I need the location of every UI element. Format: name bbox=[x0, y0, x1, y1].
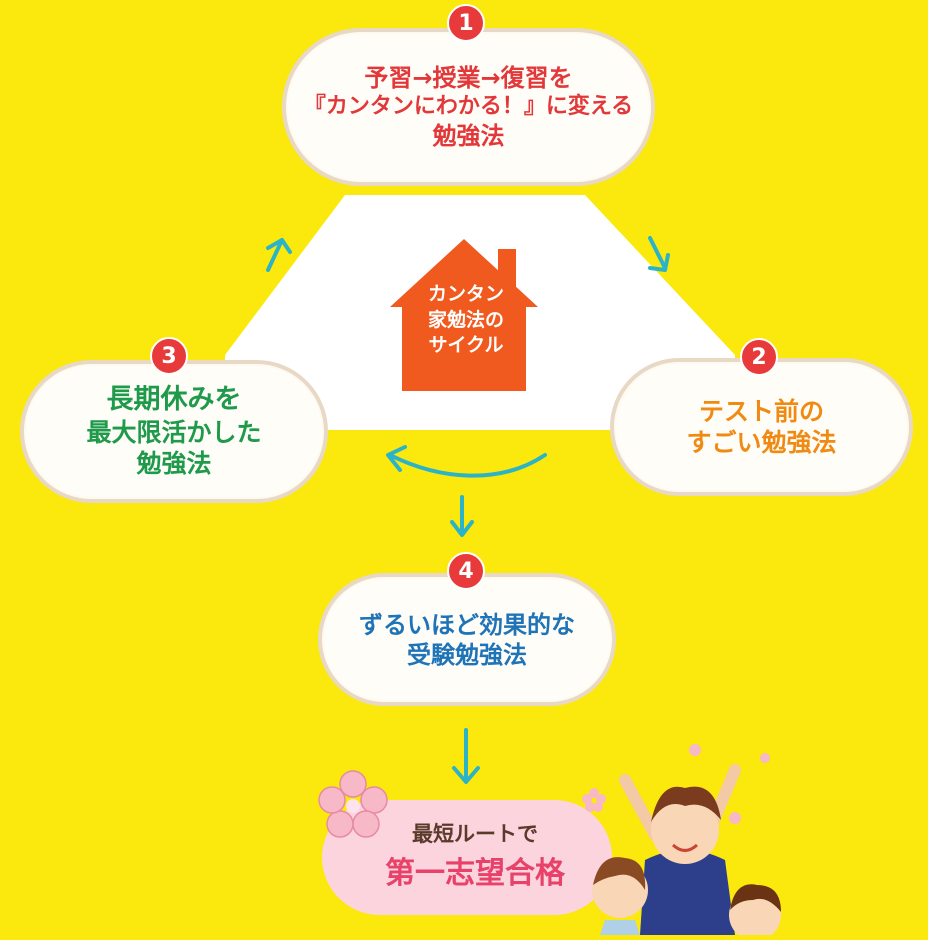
step-1-bubble: 予習→授業→復習を 『カンタンにわかる！』に変える 勉強法 bbox=[282, 28, 655, 186]
step-4-number: 4 bbox=[447, 552, 485, 590]
step-1-number: 1 bbox=[447, 4, 485, 42]
step-3-line: 最大限活かした bbox=[86, 418, 262, 448]
arrow-1-to-2 bbox=[648, 236, 670, 272]
step-2-bubble: テスト前の すごい勉強法 bbox=[610, 358, 913, 496]
step-3-line: 勉強法 bbox=[136, 449, 212, 479]
step-3-line: 長期休みを bbox=[106, 384, 242, 416]
step-1-line: 勉強法 bbox=[432, 121, 505, 150]
center-line: サイクル bbox=[428, 334, 504, 357]
cherry-blossom-icon bbox=[318, 770, 388, 838]
arrow-3-to-1 bbox=[266, 238, 292, 272]
arrow-2-to-3 bbox=[386, 445, 547, 478]
step-1-line: 『カンタンにわかる！』に変える bbox=[303, 94, 634, 120]
step-4-bubble: ずるいほど効果的な 受験勉強法 bbox=[318, 573, 616, 706]
step-2-line: テスト前の bbox=[698, 396, 824, 426]
center-line: 家勉法の bbox=[427, 308, 504, 331]
arrow-to-goal bbox=[452, 728, 480, 784]
step-1-line: 予習→授業→復習を bbox=[364, 64, 573, 93]
step-3-number: 3 bbox=[150, 337, 188, 375]
cherry-blossom-icon bbox=[582, 788, 606, 812]
center-line: カンタン bbox=[427, 283, 504, 305]
arrow-to-4 bbox=[450, 495, 474, 537]
happy-students-illustration bbox=[592, 744, 781, 935]
step-4-line: ずるいほど効果的な bbox=[359, 610, 575, 639]
step-2-line: すごい勉強法 bbox=[686, 428, 837, 457]
step-4-line: 受験勉強法 bbox=[407, 640, 527, 669]
house-icon bbox=[390, 239, 538, 391]
step-3-bubble: 長期休みを 最大限活かした 勉強法 bbox=[20, 360, 328, 503]
cycle-center-label: カンタン 家勉法の サイクル bbox=[392, 282, 540, 359]
step-2-number: 2 bbox=[740, 338, 778, 376]
goal-line-1: 最短ルートで bbox=[412, 822, 538, 846]
goal-line-2: 第一志望合格 bbox=[385, 856, 565, 891]
goal-text: 最短ルートで 第一志望合格 bbox=[360, 818, 590, 892]
